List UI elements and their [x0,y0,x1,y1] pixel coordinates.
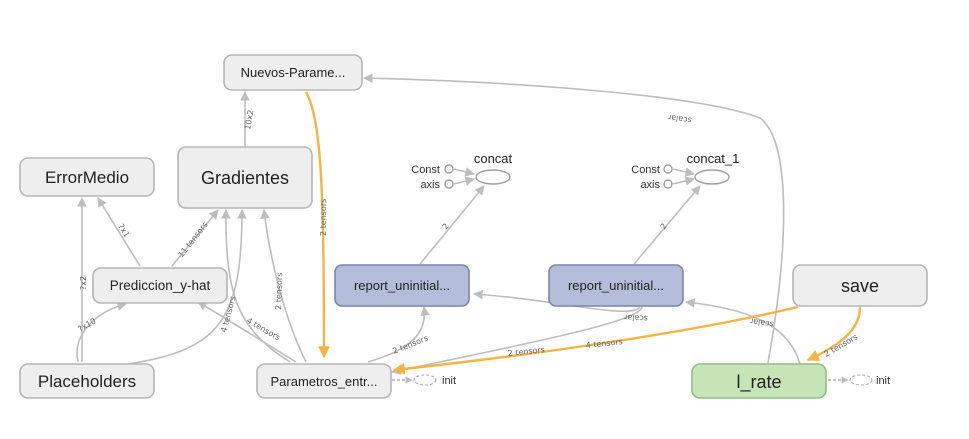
edge-nuevos-parametros [304,91,330,359]
edge-report2-parametros [391,306,643,375]
node-nuevos-label: Nuevos-Parame... [241,65,346,80]
edge-report2-report1 [473,289,641,313]
concat-op-icon [475,169,511,185]
label-lrate-report2: scalar [749,317,775,329]
node-report-uninitialized-2[interactable]: report_uninitial... [548,264,684,307]
concat1-label: concat_1 [687,151,740,166]
const2-op-icon [663,164,673,174]
const2-label: Const [631,164,660,176]
edge-axis2-concat1 [672,176,695,186]
node-lrate[interactable]: l_rate [691,363,827,399]
edge-axis1-concat [453,176,475,186]
label-grad-nuevos: 10x2 [243,109,255,130]
label-report2-par: 2 tensors [507,345,545,358]
node-gradientes-label: Gradientes [201,168,289,188]
init2-op-icon [849,374,873,386]
edge-placeholders-gradientes [127,209,247,365]
concat1-op-icon [694,169,730,185]
const1-label: Const [411,164,440,176]
edge-parametros-gradientes-b [260,209,307,363]
axis2-label: axis [640,179,660,191]
concat-label: concat [474,151,513,166]
node-report-uninitialized-1[interactable]: report_uninitial... [334,264,470,307]
label-ph-error: ?x2 [79,276,88,290]
edges [76,73,862,384]
edge-prediccion-errormedio [97,197,141,267]
const1-op-icon [444,164,454,174]
label-pred-grad: 11 tensors [176,220,209,259]
node-errormedio[interactable]: ErrorMedio [19,157,155,197]
axis1-op-icon [444,179,454,189]
edge-save-lrate [806,306,862,362]
node-save-label: save [841,276,879,296]
label-report2-par-b: 4 tensors [585,337,623,350]
edge-report2-concat1 [633,185,701,265]
axis1-label: axis [420,179,440,191]
node-nuevos-parametros[interactable]: Nuevos-Parame... [223,54,363,91]
label-report2-self: scalar [623,313,648,323]
node-concat-1[interactable]: Const axis concat_1 [631,151,739,191]
edge-placeholders-prediccion [76,301,127,363]
edge-prediccion-gradientes [171,209,219,267]
label-save-lrate: 2 tensors [823,332,860,358]
node-lrate-label: l_rate [736,372,781,393]
edge-const2-concat1 [672,167,695,177]
node-placeholders-label: Placeholders [38,372,136,391]
edge-report1-concat [419,185,485,265]
label-par-report1: 2 tensors [391,334,429,356]
edge-lrate-nuevos [363,73,785,364]
node-errormedio-label: ErrorMedio [45,168,129,187]
node-parametros-label: Parametros_entr... [271,374,378,389]
node-init-lrate[interactable]: init [849,374,890,387]
label-ph-pred: ?x10 [77,316,98,333]
label-par-grad-b: 2 tensors [274,272,284,310]
label-report2-concat1: 2 [659,222,669,232]
node-report2-label: report_uninitial... [568,278,664,293]
edge-parametros-report1 [367,306,430,363]
label-lrate-nuevos: scalar [667,113,693,125]
edge-const1-concat [453,167,475,177]
node-placeholders[interactable]: Placeholders [19,363,155,399]
node-prediccion[interactable]: Prediccion_y-hat [92,267,228,304]
edge-parametros-prediccion [197,301,297,363]
node-concat[interactable]: Const axis concat [411,151,512,191]
label-report1-concat: 2 [441,222,451,232]
node-init-parametros[interactable]: init [413,374,456,387]
label-par-pred: 4 tensors [245,316,282,342]
axis2-op-icon [663,179,673,189]
label-pred-error: ?x1 [116,222,131,239]
init2-label: init [876,375,890,387]
edge-lrate-report2 [685,298,801,365]
node-save[interactable]: save [792,264,928,307]
node-gradientes[interactable]: Gradientes [177,146,313,209]
edge-save-parametros [392,305,799,375]
node-parametros[interactable]: Parametros_entr... [256,363,392,399]
init1-label: init [442,375,456,387]
init1-op-icon [413,374,437,386]
edge-parametros-gradientes-a [221,209,291,363]
node-report1-label: report_uninitial... [354,278,450,293]
node-prediccion-label: Prediccion_y-hat [110,278,211,293]
label-nuevos-par: 2 tensors [319,199,328,236]
